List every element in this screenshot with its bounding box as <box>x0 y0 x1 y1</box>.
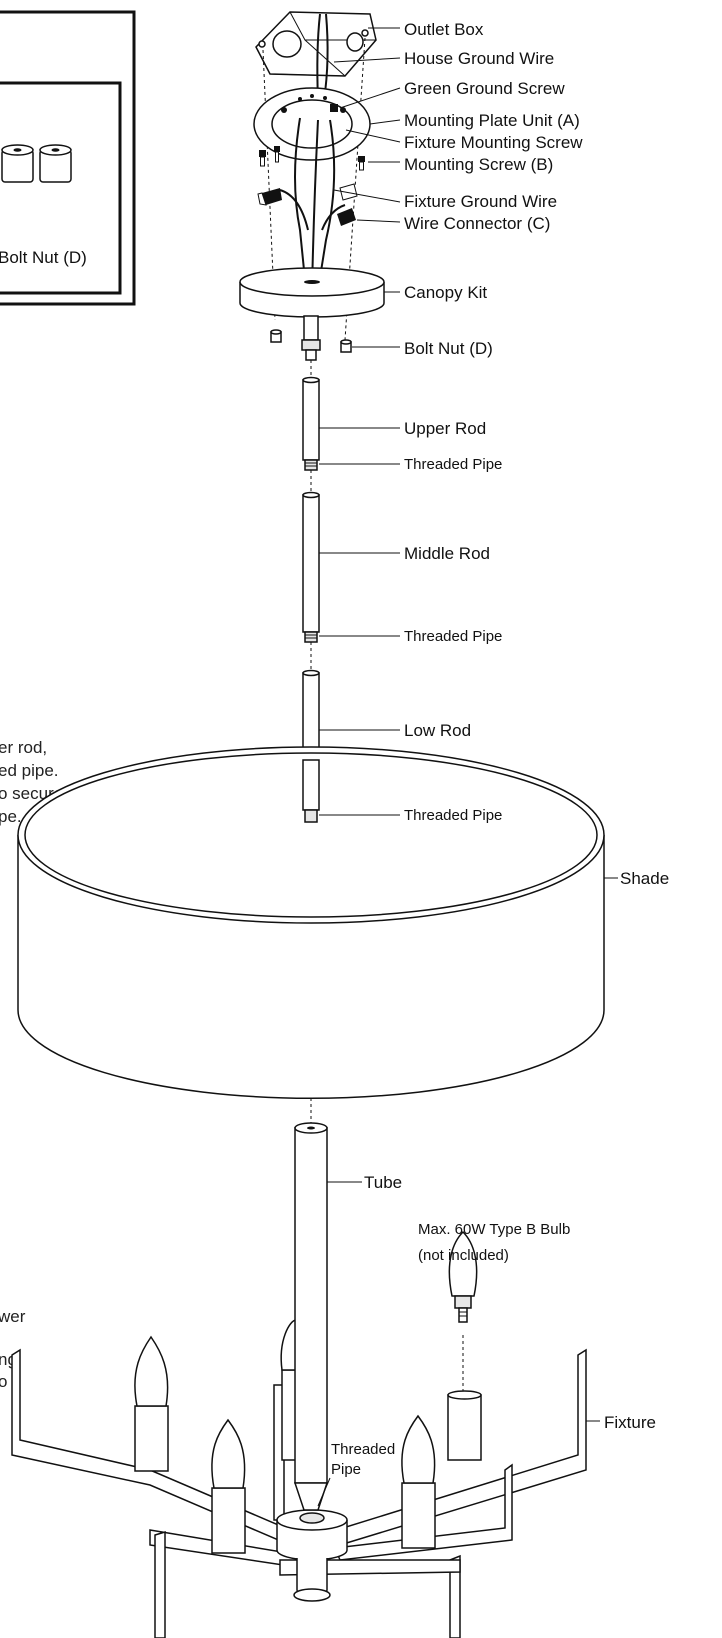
type-b-bulb <box>448 1230 478 1323</box>
green-ground-screw-shape <box>330 104 338 112</box>
label-fixture-mounting-screw: Fixture Mounting Screw <box>404 133 583 152</box>
tube <box>293 1122 329 1511</box>
shade <box>17 746 605 1100</box>
label-mounting-plate-unit: Mounting Plate Unit (A) <box>404 111 580 130</box>
bolt-nut-left <box>270 329 282 343</box>
candle-bulb-right <box>401 1414 436 1549</box>
upper-rod <box>302 376 320 471</box>
label-bulb-note: (not included) <box>418 1247 509 1264</box>
instruction-fragment: o <box>0 1372 7 1391</box>
label-threaded-pipe: Threaded Pipe <box>404 456 502 473</box>
label-threaded-pipe-fixture: Threaded <box>331 1441 395 1458</box>
canopy-kit <box>239 267 385 318</box>
label-middle-rod: Middle Rod <box>404 544 490 563</box>
instruction-fragment: ed pipe. <box>0 761 59 780</box>
fixture-wire <box>279 189 309 231</box>
leader-lines <box>317 27 618 1507</box>
instruction-fragment: pe. <box>0 807 22 826</box>
label-mounting-screw: Mounting Screw (B) <box>404 155 553 174</box>
label-threaded-pipe: Threaded Pipe <box>404 807 502 824</box>
fixture-mounting-screw <box>274 146 280 163</box>
candle-bulb-left-far <box>134 1335 169 1472</box>
fixture-wire <box>294 117 307 291</box>
candle-socket-right-far <box>447 1390 482 1461</box>
canopy-fitting <box>301 315 321 361</box>
label-bolt-nut: Bolt Nut (D) <box>404 339 493 358</box>
bolt-nut-d <box>340 339 352 353</box>
fixture-ground-wire <box>317 119 336 291</box>
label-green-ground-screw: Green Ground Screw <box>404 79 565 98</box>
label-threaded-pipe: Threaded Pipe <box>404 628 502 645</box>
fixture <box>11 1348 587 1638</box>
instruction-fragment: er rod, <box>0 738 47 757</box>
mounting-plate-unit <box>253 87 371 161</box>
instruction-fragment: wer <box>0 1307 26 1326</box>
label-wire-connector: Wire Connector (C) <box>404 214 550 233</box>
label-tube: Tube <box>364 1173 402 1192</box>
label-low-rod: Low Rod <box>404 721 471 740</box>
inset-bolt-nut-icon <box>39 144 72 183</box>
low-rod-overlap <box>302 759 320 811</box>
candle-bulb-left <box>211 1418 246 1554</box>
label-fixture: Fixture <box>604 1413 656 1432</box>
label-house-ground-wire: House Ground Wire <box>404 49 554 68</box>
label-upper-rod: Upper Rod <box>404 419 486 438</box>
mounting-screw-b <box>358 156 365 171</box>
inset-bolt-nut-label: Bolt Nut (D) <box>0 248 87 267</box>
label-shade: Shade <box>620 869 669 888</box>
fixture-wire <box>321 204 346 231</box>
label-bulb-spec: Max. 60W Type B Bulb <box>418 1221 570 1238</box>
wire-connector-left <box>257 188 282 206</box>
mounting-screw-left <box>259 150 266 167</box>
wire-connector-c <box>337 183 358 226</box>
parts-inset: Bolt Nut (D) <box>0 10 136 306</box>
label-outlet-box: Outlet Box <box>404 20 484 39</box>
label-fixture-ground-wire: Fixture Ground Wire <box>404 192 557 211</box>
label-canopy-kit: Canopy Kit <box>404 283 487 302</box>
middle-rod <box>302 491 320 643</box>
part-labels: Outlet Box House Ground Wire Green Groun… <box>331 20 669 1478</box>
label-threaded-pipe-fixture: Pipe <box>331 1461 361 1478</box>
low-rod-threaded-pipe <box>304 809 318 823</box>
outlet-box <box>255 11 377 77</box>
inset-bolt-nut-icon <box>1 144 34 183</box>
